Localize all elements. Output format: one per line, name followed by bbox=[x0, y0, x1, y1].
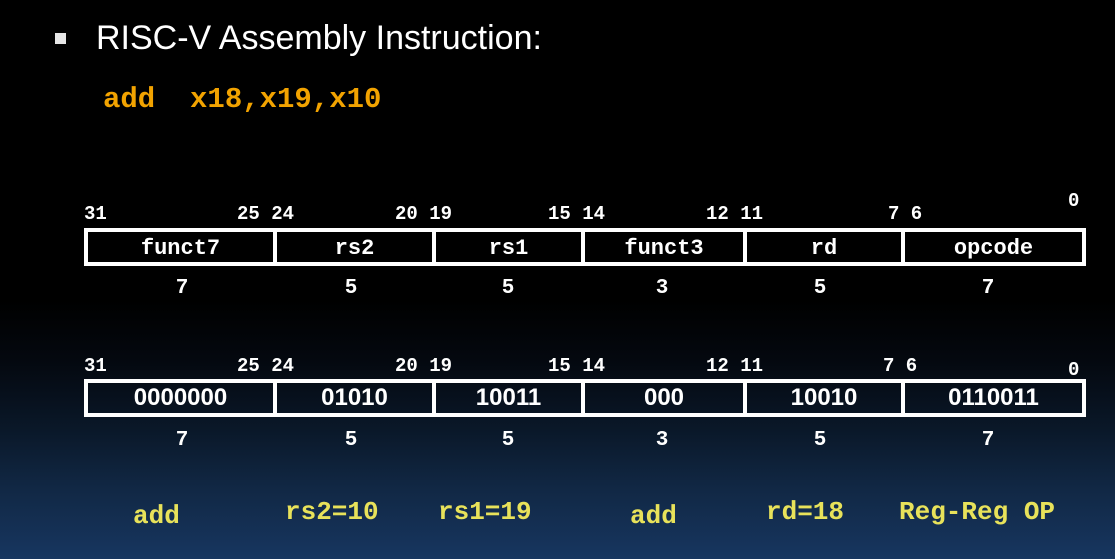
encoded-width-opcode: 7 bbox=[981, 429, 995, 452]
bit-position-25-24-row2: 25 24 bbox=[237, 355, 295, 377]
encoded-width-funct7: 7 bbox=[175, 429, 189, 452]
bit-position-0-row2: 0 bbox=[1068, 359, 1080, 381]
annotation-opcode: Reg-Reg OP bbox=[899, 497, 1056, 527]
field-width-funct7: 7 bbox=[175, 277, 189, 300]
field-width-opcode: 7 bbox=[981, 277, 995, 300]
bit-position-31: 31 bbox=[84, 203, 107, 225]
bit-position-31-row2: 31 bbox=[84, 355, 107, 377]
bit-position-7-6: 7 6 bbox=[888, 203, 923, 225]
annotation-rs1: rs1=19 bbox=[438, 497, 532, 527]
assembly-instruction: add x18,x19,x10 bbox=[103, 83, 382, 116]
field-rd: rd bbox=[747, 232, 905, 262]
encoded-opcode: 0110011 bbox=[948, 384, 1039, 411]
encoded-rs1: 10011 bbox=[436, 383, 585, 413]
encoded-width-rs1: 5 bbox=[501, 429, 515, 452]
encoded-width-rs2: 5 bbox=[344, 429, 358, 452]
bit-position-0: 0 bbox=[1068, 190, 1080, 212]
field-width-funct3: 3 bbox=[655, 277, 669, 300]
encoded-width-rd: 5 bbox=[813, 429, 827, 452]
encoded-funct3: 000 bbox=[585, 383, 747, 413]
field-rs1: rs1 bbox=[436, 232, 585, 262]
bit-position-20-19: 20 19 bbox=[395, 203, 453, 225]
machine-code-row: 0000000 01010 10011 000 10010 0110011 bbox=[84, 379, 1086, 417]
field-funct7: funct7 bbox=[88, 232, 277, 262]
annotation-rd: rd=18 bbox=[766, 497, 845, 527]
field-width-rs2: 5 bbox=[344, 277, 358, 300]
encoded-rs2: 01010 bbox=[277, 383, 436, 413]
bit-position-12-11: 12 11 bbox=[706, 203, 764, 225]
field-width-rs1: 5 bbox=[501, 277, 515, 300]
field-width-rd: 5 bbox=[813, 277, 827, 300]
bullet-square-icon bbox=[55, 33, 66, 44]
bit-position-15-14: 15 14 bbox=[548, 203, 606, 225]
bit-position-15-14-row2: 15 14 bbox=[548, 355, 606, 377]
bit-position-12-11-row2: 12 11 bbox=[706, 355, 764, 377]
annotation-funct3-add: add bbox=[630, 501, 677, 531]
field-rs2: rs2 bbox=[277, 232, 436, 262]
instruction-format-row: funct7 rs2 rs1 funct3 rd opcode bbox=[84, 228, 1086, 266]
annotation-rs2: rs2=10 bbox=[285, 497, 379, 527]
encoded-funct7: 0000000 bbox=[88, 383, 277, 413]
encoded-width-funct3: 3 bbox=[655, 429, 669, 452]
bit-position-25-24: 25 24 bbox=[237, 203, 295, 225]
slide-heading: RISC-V Assembly Instruction: bbox=[96, 19, 542, 57]
encoded-rd: 10010 bbox=[747, 383, 905, 413]
annotation-funct7-add: add bbox=[133, 501, 180, 531]
bit-position-20-19-row2: 20 19 bbox=[395, 355, 453, 377]
bit-position-7-6-row2: 7 6 bbox=[883, 355, 918, 377]
field-funct3: funct3 bbox=[585, 232, 747, 262]
field-opcode: opcode bbox=[953, 236, 1034, 261]
